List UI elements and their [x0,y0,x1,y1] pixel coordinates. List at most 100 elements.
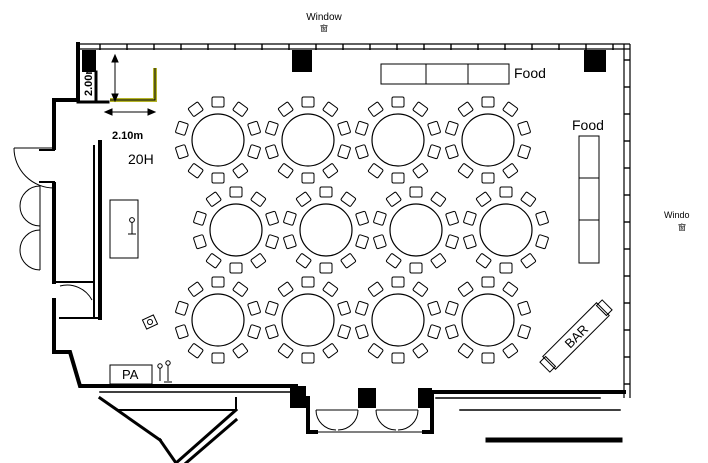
right-window-wall [623,44,631,398]
chair [247,144,261,160]
av-console [109,199,139,259]
window-label-top-cn: 窗 [320,23,328,33]
chair [481,276,495,288]
chair [502,281,519,297]
chair [265,300,279,316]
chair [265,324,279,340]
round-table [445,276,531,364]
chair [409,186,423,198]
chair [301,172,315,184]
round-table [265,276,351,364]
chair [277,101,294,117]
bar-label: BAR [562,322,592,352]
column-bottom-left [290,386,306,408]
chair [475,253,492,269]
microphone-icon [128,217,136,235]
chair [301,352,315,364]
chair [337,144,351,160]
chair [250,253,267,269]
round-table [355,96,441,184]
chair [385,253,402,269]
banquet-tables [175,96,549,364]
chair [367,101,384,117]
chair [232,101,249,117]
chair [283,210,297,226]
chair [265,144,279,160]
round-table [373,186,459,274]
chair [502,343,519,359]
chair [373,210,387,226]
chair [499,186,513,198]
table-top [389,203,443,257]
table-top [191,113,245,167]
chair [265,210,279,226]
chair [412,281,429,297]
chair [445,144,459,160]
chair [427,120,441,136]
dimension-vertical-label: 2.00m [83,65,95,96]
chair [211,172,225,184]
window-label-top: Window [306,12,342,23]
chair [457,163,474,179]
chair [175,324,189,340]
table-top [461,293,515,347]
chair [427,144,441,160]
chair [445,120,459,136]
chair [340,253,357,269]
round-table [283,186,369,274]
chair [277,281,294,297]
chair [175,300,189,316]
food-label-right: Food [572,117,604,133]
chair [229,186,243,198]
chair [247,324,261,340]
chair [205,253,222,269]
chair [211,276,225,288]
left-wall [39,42,110,388]
table-top [371,113,425,167]
pa-label: PA [122,367,139,382]
chair [412,163,429,179]
dimension-horizontal-label: 2.10m [112,130,143,142]
column-top-right [584,50,606,72]
food-label-top: Food [514,65,546,81]
chair [337,120,351,136]
chair [457,343,474,359]
chair [430,191,447,207]
chair [229,262,243,274]
chair [517,144,531,160]
round-table [355,276,441,364]
window-label-right: Windo [664,210,690,220]
chair [412,343,429,359]
chair [277,163,294,179]
chair [322,343,339,359]
chair [283,234,297,250]
chair [187,281,204,297]
chair [391,276,405,288]
chair [385,191,402,207]
chair [409,262,423,274]
chair [319,186,333,198]
chair [481,172,495,184]
dimension-markers [103,53,157,116]
table-top [371,293,425,347]
chair [502,101,519,117]
chair [187,163,204,179]
chair [391,96,405,108]
chair [301,276,315,288]
chair [295,253,312,269]
chair [499,262,513,274]
round-table [265,96,351,184]
chair [355,234,369,250]
chair [535,210,549,226]
chair [445,324,459,340]
chair [517,324,531,340]
column-bottom-center [358,388,376,408]
chair [232,343,249,359]
chair [232,163,249,179]
table-top [209,203,263,257]
column-top-mid [292,50,312,72]
chair [481,96,495,108]
table-top [281,113,335,167]
chair [193,210,207,226]
chair [481,352,495,364]
